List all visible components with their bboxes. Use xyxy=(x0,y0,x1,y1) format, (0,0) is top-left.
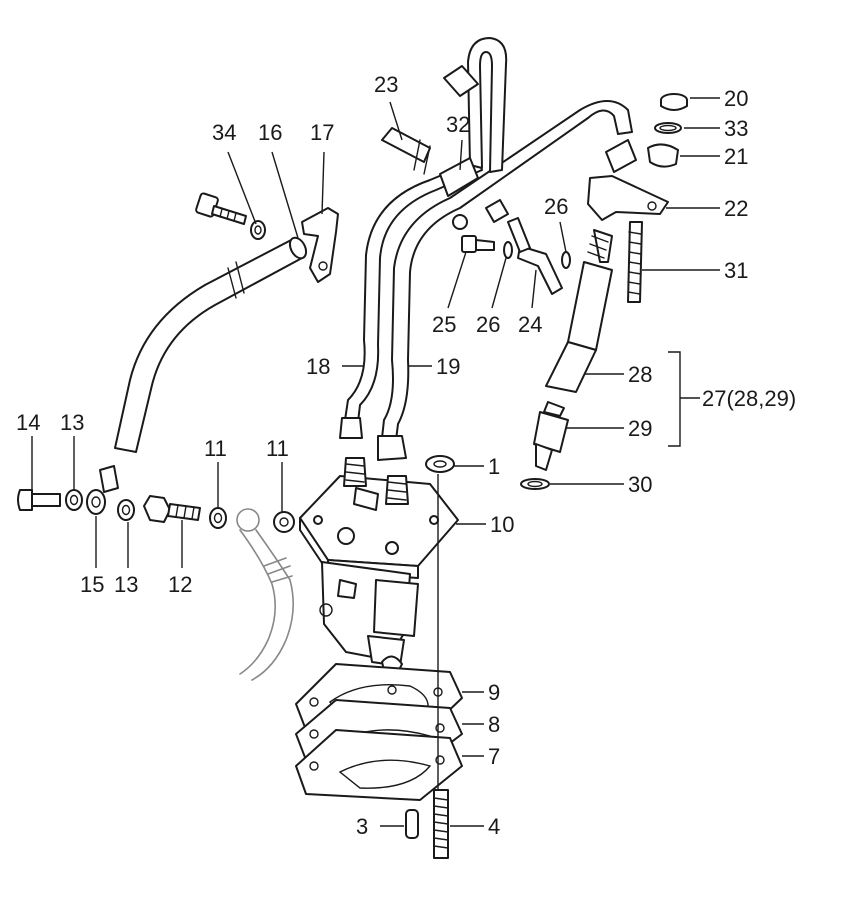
callout-7: 7 xyxy=(488,744,500,769)
part-13-washer-b xyxy=(117,499,135,521)
part-24-leak-off-union xyxy=(507,217,563,295)
callout-13-b: 13 xyxy=(114,572,138,597)
callout-17: 17 xyxy=(310,120,334,145)
callout-22: 22 xyxy=(724,196,748,221)
callout-11-b: 11 xyxy=(266,436,289,461)
callout-31: 31 xyxy=(724,258,748,283)
callout-20: 20 xyxy=(724,86,748,111)
callout-labels: 34 16 17 23 32 26 25 26 24 18 19 20 33 2… xyxy=(16,72,796,839)
part-10-injection-pump xyxy=(299,457,459,675)
callout-25: 25 xyxy=(432,312,456,337)
part-7-gasket xyxy=(295,729,463,801)
part-33-washer xyxy=(654,122,682,134)
part-1-nut xyxy=(425,455,455,473)
callout-29: 29 xyxy=(628,416,652,441)
callout-28: 28 xyxy=(628,362,652,387)
part-30-nozzle-washer xyxy=(520,478,550,490)
callout-10: 10 xyxy=(490,512,514,537)
part-26-washer-b xyxy=(561,251,571,269)
callout-11-a: 11 xyxy=(204,436,227,461)
callout-4: 4 xyxy=(488,814,500,839)
callout-1: 1 xyxy=(488,454,500,479)
callout-16: 16 xyxy=(258,120,282,145)
callout-14: 14 xyxy=(16,410,40,435)
ghost-feed-line xyxy=(236,508,294,681)
callout-33: 33 xyxy=(724,116,748,141)
callout-23: 23 xyxy=(374,72,398,97)
part-34-bolt xyxy=(195,192,266,240)
callout-9: 9 xyxy=(488,680,500,705)
part-20-nut xyxy=(660,93,688,111)
callout-12: 12 xyxy=(168,572,192,597)
part-4-stud xyxy=(433,789,449,859)
part-23-leak-off-pipe xyxy=(381,37,508,175)
part-28-nozzle-holder xyxy=(545,229,613,393)
part-3-dowel-pin xyxy=(405,809,419,839)
part-21-cap xyxy=(647,143,679,168)
part-25-banjo-bolt xyxy=(461,235,495,253)
callout-15: 15 xyxy=(80,572,104,597)
callout-18: 18 xyxy=(306,354,330,379)
callout-21: 21 xyxy=(724,144,748,169)
part-32-pipe-clamp xyxy=(439,157,509,230)
part-26-washer-a xyxy=(503,241,513,259)
callout-13-a: 13 xyxy=(60,410,84,435)
part-17-clamp xyxy=(301,207,339,283)
callout-8: 8 xyxy=(488,712,500,737)
part-12-inlet-connector xyxy=(143,495,201,523)
callout-19: 19 xyxy=(436,354,460,379)
callout-32: 32 xyxy=(446,112,470,137)
callout-24: 24 xyxy=(518,312,542,337)
callout-26-b: 26 xyxy=(476,312,500,337)
part-11-washer-a xyxy=(209,507,227,529)
callout-26-a: 26 xyxy=(544,194,568,219)
callout-34: 34 xyxy=(212,120,236,145)
part-16-fuel-hose xyxy=(114,236,308,453)
part-29-nozzle xyxy=(533,401,569,471)
part-15-banjo-union xyxy=(86,465,119,515)
part-19-injection-pipe xyxy=(377,100,637,461)
part-31-stud xyxy=(627,221,643,303)
part-11-washer-b xyxy=(273,511,295,533)
part-13-washer-a xyxy=(65,489,83,511)
callout-30: 30 xyxy=(628,472,652,497)
part-22-holder-bracket xyxy=(587,175,669,221)
leader-lines xyxy=(31,97,720,827)
callout-27: 27(28,29) xyxy=(702,386,796,411)
part-14-banjo-bolt xyxy=(17,489,61,511)
callout-3: 3 xyxy=(356,814,368,839)
